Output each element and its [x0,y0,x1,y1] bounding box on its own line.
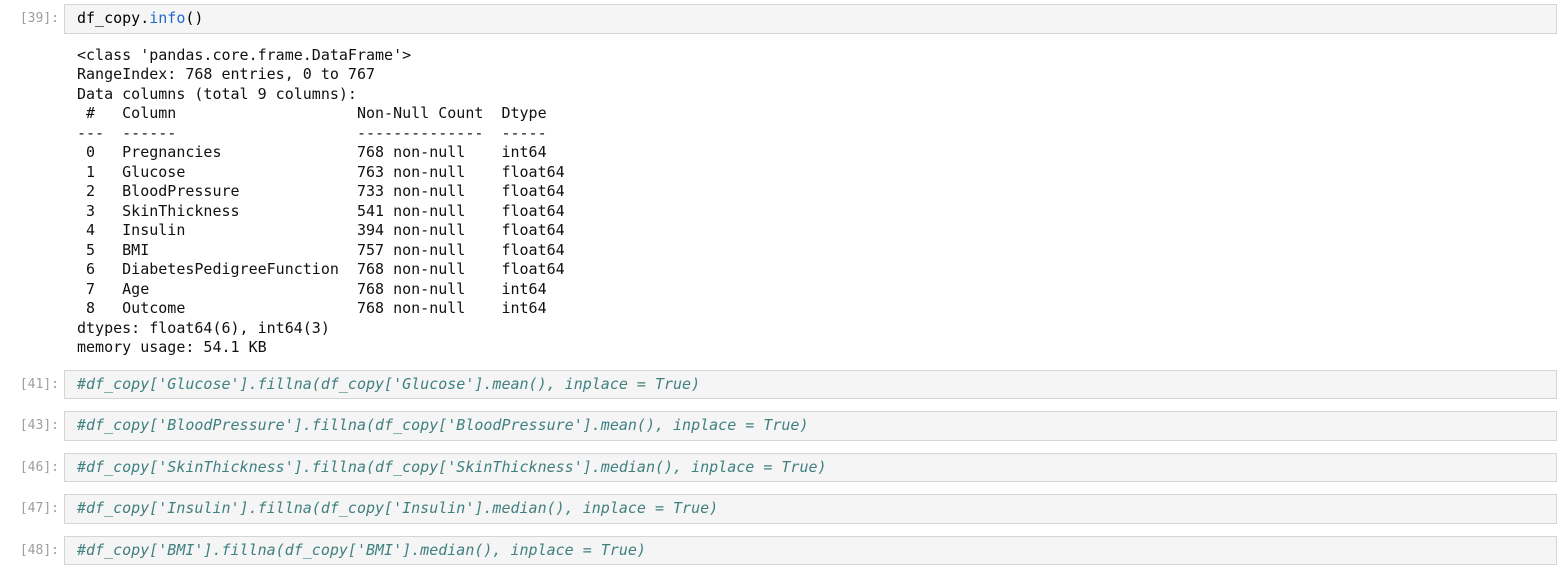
code-method: info [149,9,185,27]
code-comment: #df_copy['BMI'].fillna(df_copy['BMI'].me… [77,541,646,559]
code-input-46[interactable]: #df_copy['SkinThickness'].fillna(df_copy… [64,453,1557,483]
execution-count-48: [48]: [0,536,64,566]
execution-count-43: [43]: [0,411,64,441]
code-comment: #df_copy['BloodPressure'].fillna(df_copy… [77,416,809,434]
code-variable: df_copy. [77,9,149,27]
code-comment: #df_copy['SkinThickness'].fillna(df_copy… [77,458,827,476]
code-cell-48: [48]: #df_copy['BMI'].fillna(df_copy['BM… [0,536,1559,566]
code-input-43[interactable]: #df_copy['BloodPressure'].fillna(df_copy… [64,411,1557,441]
cell-output-area-39: <class 'pandas.core.frame.DataFrame'> Ra… [0,46,1559,358]
code-comment: #df_copy['Glucose'].fillna(df_copy['Gluc… [77,375,700,393]
execution-count-47: [47]: [0,494,64,524]
code-cell-43: [43]: #df_copy['BloodPressure'].fillna(d… [0,411,1559,441]
output-prompt-39 [0,46,64,358]
code-input-41[interactable]: #df_copy['Glucose'].fillna(df_copy['Gluc… [64,370,1557,400]
code-cell-46: [46]: #df_copy['SkinThickness'].fillna(d… [0,453,1559,483]
code-cell-41: [41]: #df_copy['Glucose'].fillna(df_copy… [0,370,1559,400]
code-comment: #df_copy['Insulin'].fillna(df_copy['Insu… [77,499,718,517]
code-parens: () [185,9,203,27]
code-input-47[interactable]: #df_copy['Insulin'].fillna(df_copy['Insu… [64,494,1557,524]
code-cell-47: [47]: #df_copy['Insulin'].fillna(df_copy… [0,494,1559,524]
dataframe-info-output: <class 'pandas.core.frame.DataFrame'> Ra… [64,46,565,358]
code-cell-39: [39]: df_copy.info() [0,4,1559,34]
code-input-39[interactable]: df_copy.info() [64,4,1557,34]
execution-count-39: [39]: [0,4,64,34]
code-input-48[interactable]: #df_copy['BMI'].fillna(df_copy['BMI'].me… [64,536,1557,566]
execution-count-41: [41]: [0,370,64,400]
execution-count-46: [46]: [0,453,64,483]
